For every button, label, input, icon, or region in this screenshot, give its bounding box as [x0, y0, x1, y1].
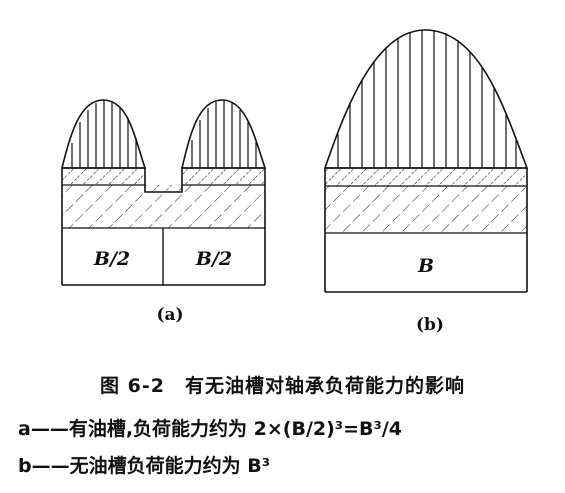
lining-layer-a [62, 168, 265, 192]
legend-item-b: b——无油槽负荷能力约为 B³ [18, 451, 270, 478]
pressure-distribution-right [180, 99, 267, 169]
width-label-right: B/2 [195, 248, 232, 270]
legend-text-a: ——有油槽,负荷能力约为 2×(B/2)³=B³/4 [30, 418, 403, 440]
pressure-hatch-full [337, 30, 517, 168]
subfigure-label-a: (a) [156, 305, 183, 325]
legend-marker-b: b [18, 455, 32, 477]
diagram-a: B/2 B/2 (a) [60, 99, 267, 325]
legend-marker-a: a [18, 418, 31, 440]
pressure-distribution-full [323, 29, 529, 169]
diagram-b: B (b) [323, 29, 529, 335]
bearing-back-a [62, 192, 265, 228]
legend-text-b: ——无油槽负荷能力约为 B³ [31, 455, 271, 477]
pressure-hatch-left [71, 100, 137, 168]
pressure-distribution-left [60, 99, 147, 169]
figure-caption: 图 6-2 有无油槽对轴承负荷能力的影响 [100, 375, 465, 397]
bearing-back-b [325, 186, 527, 233]
legend-item-a: a——有油槽,负荷能力约为 2×(B/2)³=B³/4 [18, 414, 402, 441]
bearing-diagram: B/2 B/2 (a) [60, 29, 529, 335]
lining-layer-b [325, 168, 527, 186]
width-label-full: B [417, 255, 434, 277]
width-label-left: B/2 [93, 248, 130, 270]
subfigure-label-b: (b) [416, 315, 444, 335]
pressure-hatch-right [191, 100, 257, 168]
